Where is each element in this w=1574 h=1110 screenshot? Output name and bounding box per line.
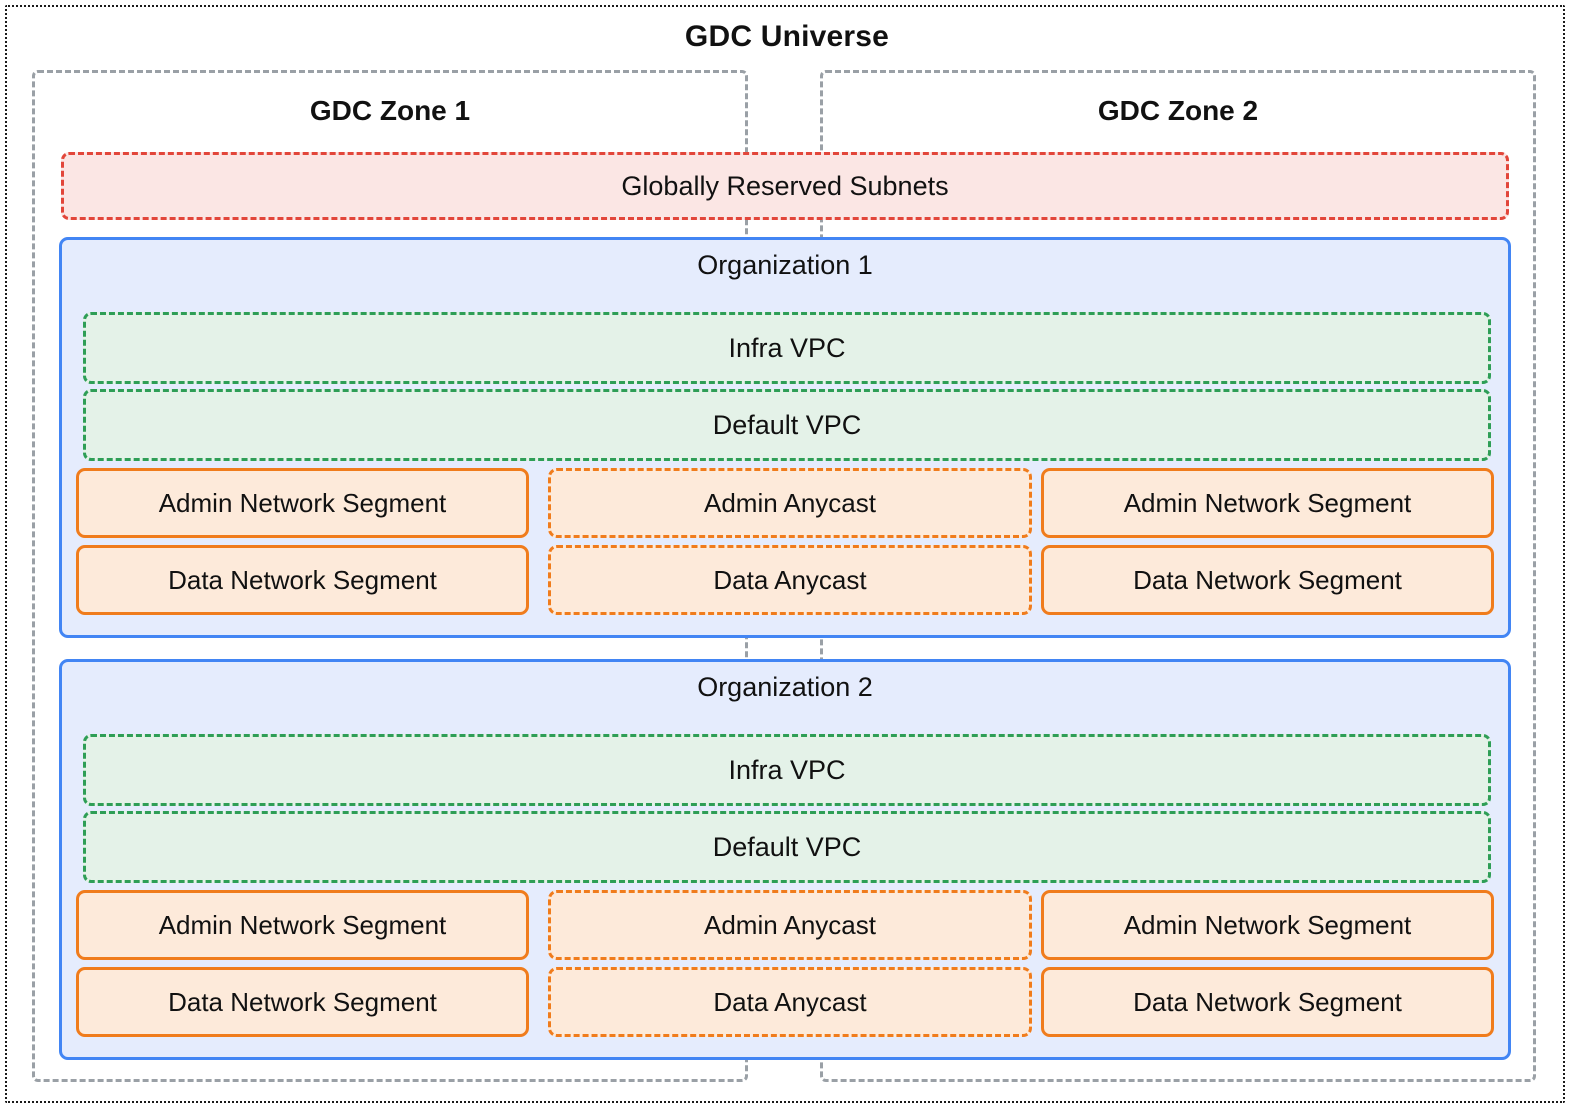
organization-2-zone1-admin-network-segment: Admin Network Segment: [76, 890, 529, 960]
organization-2-zone1-data-network-segment-label: Data Network Segment: [168, 986, 437, 1017]
organization-2-zone2-data-network-segment: Data Network Segment: [1041, 967, 1494, 1037]
organization-1-zone2-admin-network-segment: Admin Network Segment: [1041, 468, 1494, 538]
organization-1-zone1-admin-network-segment-label: Admin Network Segment: [158, 487, 447, 518]
organization-2-infra-vpc-label: Infra VPC: [728, 754, 846, 785]
organization-1-infra-vpc-box: Infra VPC: [83, 312, 1491, 384]
organization-1-zone2-admin-network-segment-label: Admin Network Segment: [1123, 487, 1412, 518]
globally-reserved-subnets-box: Globally Reserved Subnets: [61, 152, 1509, 220]
organization-1-segments-row: Admin Network Segment Data Network Segme…: [62, 466, 1508, 636]
organization-2-data-anycast: Data Anycast: [548, 967, 1032, 1037]
organization-2-default-vpc-box: Default VPC: [83, 811, 1491, 883]
organization-2-default-vpc-label: Default VPC: [712, 831, 862, 862]
organization-2-zone1-admin-network-segment-label: Admin Network Segment: [158, 909, 447, 940]
organization-1-zone1-admin-network-segment: Admin Network Segment: [76, 468, 529, 538]
organization-2-data-anycast-label: Data Anycast: [713, 986, 867, 1017]
organization-2-box: Organization 2 Infra VPC Default VPC Adm…: [59, 659, 1511, 1060]
universe-title: GDC Universe: [684, 20, 890, 53]
organization-1-zone1-data-network-segment-label: Data Network Segment: [168, 564, 437, 595]
globally-reserved-subnets-label: Globally Reserved Subnets: [621, 170, 949, 201]
organization-1-data-anycast: Data Anycast: [548, 545, 1032, 615]
organization-1-default-vpc-box: Default VPC: [83, 389, 1491, 461]
organization-1-zone1-data-network-segment: Data Network Segment: [76, 545, 529, 615]
organization-1-zone2-data-network-segment: Data Network Segment: [1041, 545, 1494, 615]
organization-2-label: Organization 2: [697, 672, 873, 702]
organization-2-zone2-admin-network-segment-label: Admin Network Segment: [1123, 909, 1412, 940]
organization-1-zone2-data-network-segment-label: Data Network Segment: [1133, 564, 1402, 595]
gdc-universe-frame: [5, 5, 1565, 1103]
gdc-zone-1-label: GDC Zone 1: [309, 95, 471, 126]
organization-2-infra-vpc-box: Infra VPC: [83, 734, 1491, 806]
organization-1-label: Organization 1: [697, 250, 873, 280]
organization-2-zone1-data-network-segment: Data Network Segment: [76, 967, 529, 1037]
organization-1-box: Organization 1 Infra VPC Default VPC Adm…: [59, 237, 1511, 638]
organization-1-default-vpc-label: Default VPC: [712, 409, 862, 440]
organization-2-segments-row: Admin Network Segment Data Network Segme…: [62, 888, 1508, 1058]
organization-1-infra-vpc-label: Infra VPC: [728, 332, 846, 363]
organization-1-admin-anycast: Admin Anycast: [548, 468, 1032, 538]
organization-2-admin-anycast: Admin Anycast: [548, 890, 1032, 960]
organization-2-zone2-admin-network-segment: Admin Network Segment: [1041, 890, 1494, 960]
organization-2-zone2-data-network-segment-label: Data Network Segment: [1133, 986, 1402, 1017]
organization-2-admin-anycast-label: Admin Anycast: [704, 909, 876, 940]
gdc-zone-2-label: GDC Zone 2: [1097, 95, 1259, 126]
organization-1-data-anycast-label: Data Anycast: [713, 564, 867, 595]
organization-1-admin-anycast-label: Admin Anycast: [704, 487, 876, 518]
